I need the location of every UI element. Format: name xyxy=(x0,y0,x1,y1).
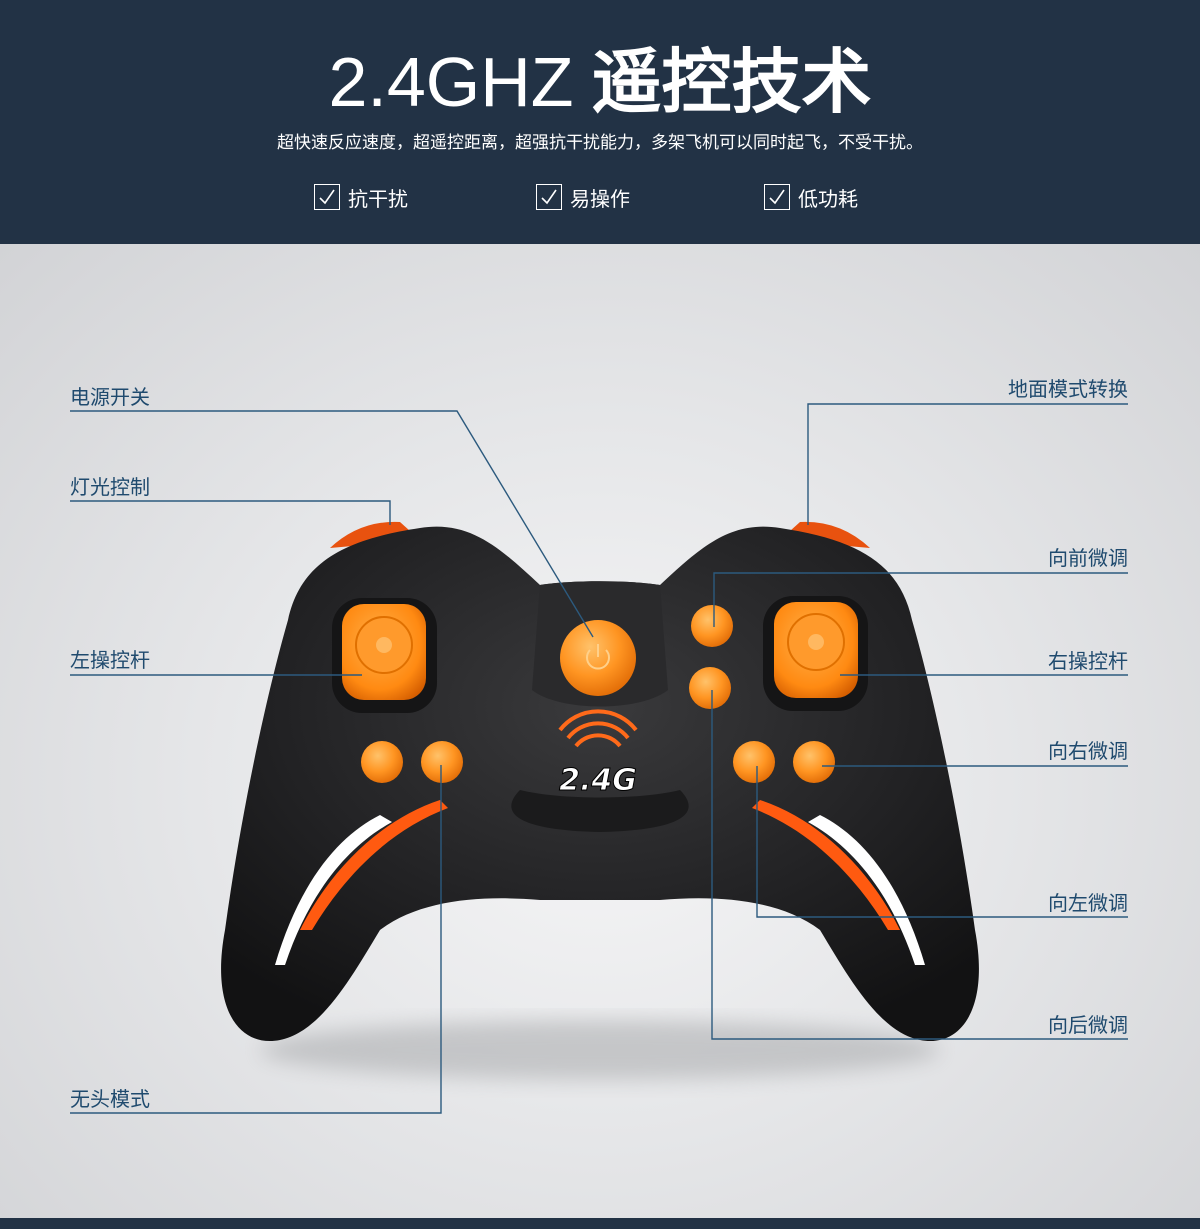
callout-line-forward xyxy=(713,572,1128,627)
label-right-stick: 右操控杆 xyxy=(1048,649,1128,673)
power-icon xyxy=(586,644,610,670)
label-backward-trim: 向后微调 xyxy=(1048,1013,1128,1037)
left-stick-center xyxy=(376,637,392,653)
label-left-stick: 左操控杆 xyxy=(70,648,150,672)
callout-line-light xyxy=(70,500,391,525)
title-number: 2.4GHZ xyxy=(328,43,574,121)
callout-line-ground xyxy=(807,403,1128,525)
label-power-switch: 电源开关 xyxy=(70,385,150,409)
headless-mode-button[interactable] xyxy=(421,741,463,783)
check-icon xyxy=(314,184,340,210)
feature-label: 低功耗 xyxy=(798,186,858,211)
label-right-trim: 向右微调 xyxy=(1048,739,1128,763)
right-trim-button[interactable] xyxy=(793,741,835,783)
center-lower-panel xyxy=(511,790,689,832)
left-stripe-orange xyxy=(300,800,448,930)
left-trim-button[interactable] xyxy=(733,741,775,783)
label-left-trim: 向左微调 xyxy=(1048,891,1128,915)
title-chinese: 遥控技术 xyxy=(591,41,872,123)
label-headless-mode: 无头模式 xyxy=(70,1087,150,1111)
callout-line-headless xyxy=(70,765,442,1114)
label-ground-mode: 地面模式转换 xyxy=(1008,377,1128,401)
wifi-icon xyxy=(558,709,638,748)
callout-line-backward xyxy=(711,690,1128,1040)
feature-anti-interference: 抗干扰 xyxy=(314,182,408,212)
light-control-button[interactable] xyxy=(361,741,403,783)
right-stick-center xyxy=(808,634,824,650)
label-light-control: 灯光控制 xyxy=(70,475,150,499)
callout-line-power xyxy=(70,410,594,638)
feature-low-power: 低功耗 xyxy=(764,182,858,212)
right-stripe-white xyxy=(808,815,925,965)
power-button[interactable] xyxy=(560,620,636,696)
forward-trim-button[interactable] xyxy=(691,605,733,647)
left-stripe-white xyxy=(275,815,392,965)
feature-easy-operation: 易操作 xyxy=(536,182,630,212)
backward-trim-button[interactable] xyxy=(689,667,731,709)
callout-line-left-trim xyxy=(756,766,1128,918)
logo-text: 2.4G xyxy=(559,763,637,798)
label-forward-trim: 向前微调 xyxy=(1048,546,1128,570)
feature-label: 抗干扰 xyxy=(348,186,408,211)
footer-bar xyxy=(0,1218,1200,1229)
controller-shadow xyxy=(260,1020,940,1080)
check-icon xyxy=(536,184,562,210)
feature-label: 易操作 xyxy=(570,186,630,211)
check-icon xyxy=(764,184,790,210)
page-subtitle: 超快速反应速度，超遥控距离，超强抗干扰能力，多架飞机可以同时起飞，不受干扰。 xyxy=(277,133,923,153)
